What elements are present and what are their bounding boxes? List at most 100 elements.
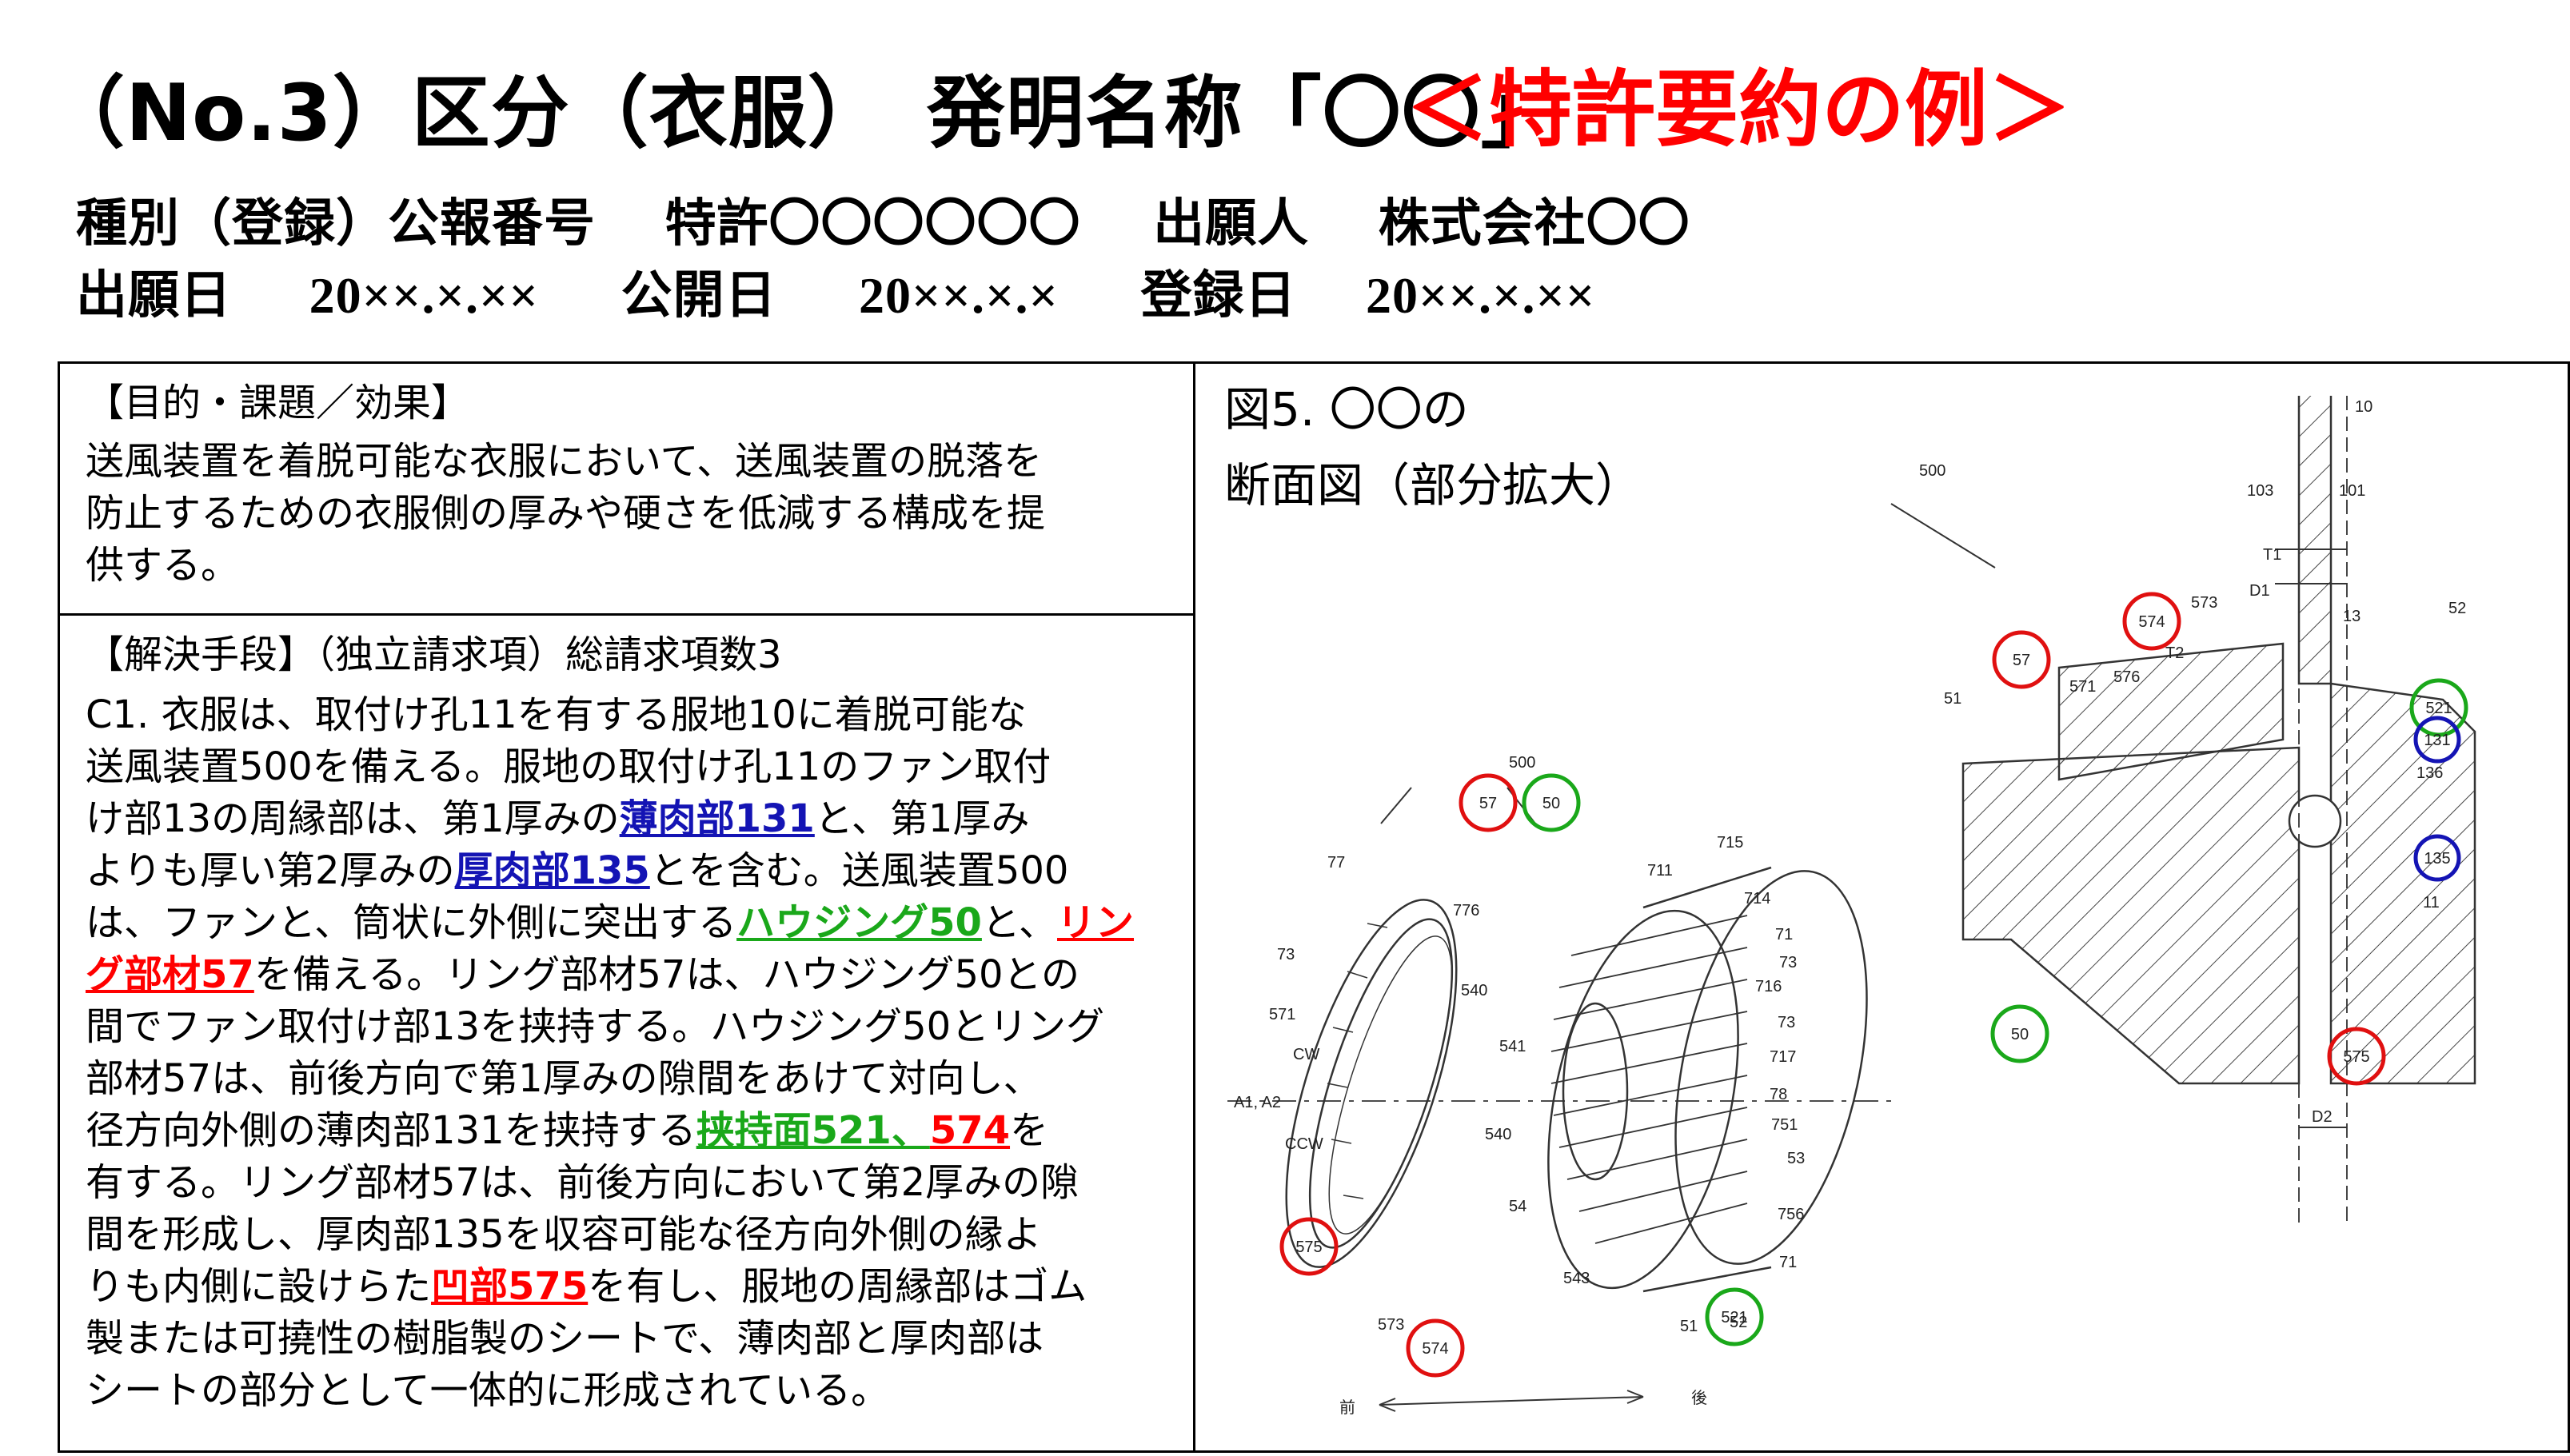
- solution-line: け部13の周縁部は、第1厚みの薄肉部131と、第1厚み: [86, 796, 1030, 841]
- exploded-labels: 500 77 776 73 571 CW A1, A2 CCW 573 715 …: [1234, 754, 1805, 1417]
- solution-line: 径方向外側の薄肉部131を挟持する挟持面521、574を: [86, 1108, 1049, 1153]
- ring-member-57-link-cont[interactable]: グ部材57: [86, 952, 254, 997]
- label-73b: 73: [1779, 954, 1797, 971]
- solution-text: C1. 衣服は、取付け孔11を有する服地10に着脱可能な 送風装置500を備える…: [86, 689, 1134, 1417]
- circle-575-b: 575: [2327, 1027, 2386, 1086]
- thick-part-135: [2288, 794, 2342, 848]
- publication-line: 種別（登録）公報番号 特許〇〇〇〇〇〇 出願人 株式会社〇〇: [76, 182, 1690, 256]
- solution-line: C1. 衣服は、取付け孔11を有する服地10に着脱可能な: [86, 692, 1027, 737]
- solution-heading: 【解決手段】（独立請求項）総請求項数3: [86, 632, 782, 677]
- label-d2: D2: [2312, 1108, 2333, 1126]
- exploded-view: [1227, 787, 1899, 1412]
- svg-text:50: 50: [1542, 795, 1560, 812]
- label-71: 71: [1775, 926, 1793, 943]
- fan-housing-front: [1547, 909, 1739, 1290]
- label-78: 78: [1770, 1086, 1787, 1103]
- svg-text:50: 50: [2011, 1026, 2029, 1043]
- ring-member-57-link[interactable]: リン: [1057, 900, 1135, 945]
- fan-fins: [1550, 915, 1748, 1244]
- clamp-face-574-link[interactable]: 574: [929, 1108, 1011, 1153]
- circle-57-b: 57: [1992, 630, 2051, 689]
- housing-50-link[interactable]: ハウジング50: [736, 900, 982, 945]
- ring-member-edge: [1328, 935, 1453, 1235]
- label-73: 73: [1277, 946, 1295, 963]
- clamp-face-521-link[interactable]: 挟持面521、: [696, 1108, 930, 1153]
- section-labels: 10 500 103 101 T1 D1 573 13 52 T2 571 57…: [1919, 398, 2466, 1126]
- label-776: 776: [1453, 902, 1479, 919]
- ring-member-outline: [1285, 899, 1458, 1268]
- registered-label: 登録日: [1140, 266, 1297, 325]
- applicant-name: 株式会社〇〇: [1378, 194, 1690, 253]
- fan-hub: [1562, 1002, 1629, 1181]
- fabric-sheet: [2297, 396, 2333, 685]
- circle-131: 131: [2413, 716, 2461, 764]
- label-ccw: CCW: [1285, 1135, 1323, 1153]
- purpose-text: 送風装置を着脱可能な衣服において、送風装置の脱落を 防止するための衣服側の厚みや…: [86, 436, 1045, 592]
- pointer-500: [1890, 503, 1996, 568]
- solution-line: よりも厚い第2厚みの厚肉部135とを含む。送風装置500: [86, 848, 1069, 893]
- solution-line: りも内側に設けらた凹部575を有し、服地の周縁部はゴム: [86, 1264, 1087, 1309]
- purpose-box: 【目的・課題／効果】 送風装置を着脱可能な衣服において、送風装置の脱落を 防止す…: [58, 361, 1196, 616]
- svg-text:521: 521: [1721, 1309, 1747, 1326]
- label-573b: 573: [2191, 594, 2217, 612]
- label-back: 後: [1691, 1389, 1707, 1407]
- housing-section: [1961, 746, 2301, 1085]
- label-714: 714: [1744, 890, 1770, 908]
- svg-text:521: 521: [2425, 700, 2452, 717]
- label-73c: 73: [1778, 1014, 1795, 1031]
- label-52b: 52: [2448, 600, 2466, 617]
- date-line: 出願日 20××.×.×× 公開日 20××.×.× 登録日 20××.×.××: [76, 254, 1595, 328]
- label-51: 51: [1680, 1318, 1698, 1335]
- label-51b: 51: [1944, 690, 1961, 708]
- solution-box: 【解決手段】（独立請求項）総請求項数3 C1. 衣服は、取付け孔11を有する服地…: [58, 613, 1196, 1453]
- label-751: 751: [1771, 1116, 1798, 1134]
- label-717: 717: [1770, 1048, 1796, 1066]
- label-t1: T1: [2263, 546, 2281, 564]
- label-cw: CW: [1293, 1046, 1319, 1063]
- solution-line: は、ファンと、筒状に外側に突出するハウジング50と、リン: [86, 900, 1135, 945]
- patent-number: 特許〇〇〇〇〇〇: [664, 194, 1081, 253]
- label-53: 53: [1787, 1150, 1805, 1167]
- direction-arrowhead: [1379, 1398, 1396, 1412]
- recess-575-link[interactable]: 凹部575: [431, 1264, 589, 1309]
- figure-title-line: 断面図（部分拡大）: [1224, 458, 1642, 513]
- label-13: 13: [2343, 608, 2360, 625]
- thin-part-131-link[interactable]: 薄肉部131: [619, 796, 815, 841]
- svg-text:574: 574: [2138, 613, 2165, 631]
- label-541: 541: [1499, 1038, 1526, 1055]
- label-101: 101: [2339, 482, 2365, 500]
- circle-57-a: 57: [1459, 773, 1518, 832]
- label-54: 54: [1509, 1198, 1526, 1215]
- solution-line: 送風装置500を備える。服地の取付け孔11のファン取付: [86, 744, 1052, 789]
- svg-text:575: 575: [2343, 1048, 2369, 1066]
- label-71b: 71: [1779, 1254, 1797, 1271]
- solution-line: 間でファン取付け部13を挟持する。ハウジング50とリング: [86, 1004, 1105, 1049]
- label-d1: D1: [2249, 582, 2270, 600]
- label-136: 136: [2416, 764, 2443, 782]
- circle-521-a: 521: [1705, 1287, 1764, 1346]
- solution-line: シートの部分として一体的に形成されている。: [86, 1368, 890, 1413]
- published-label: 公開日: [621, 266, 777, 325]
- ring-member-teeth: [1327, 923, 1388, 1199]
- label-756: 756: [1778, 1206, 1804, 1223]
- direction-arrow: [1379, 1396, 1644, 1406]
- label-540: 540: [1461, 982, 1487, 999]
- label-front: 前: [1339, 1398, 1355, 1417]
- label-576: 576: [2113, 668, 2140, 686]
- filed-date: 20××.×.××: [309, 267, 539, 324]
- applicant-label: 出願人: [1153, 194, 1310, 253]
- label-711: 711: [1647, 862, 1673, 880]
- label-573: 573: [1378, 1316, 1404, 1334]
- solution-line: 有する。リング部材57は、前後方向において第2厚みの隙: [86, 1160, 1079, 1205]
- pointer-arrow: [1380, 787, 1412, 824]
- filed-label: 出願日: [76, 266, 232, 325]
- reference-circles: 57 50 575 574 521 574 57 521 131 135 50 …: [1279, 592, 2468, 1378]
- purpose-line: 防止するための衣服側の厚みや硬さを低減する構成を提: [86, 491, 1046, 536]
- svg-text:574: 574: [1422, 1340, 1448, 1358]
- ring-section: [2057, 642, 2285, 781]
- figure-title-line: 図5. 〇〇の: [1224, 382, 1469, 437]
- label-500: 500: [1509, 754, 1535, 772]
- thick-part-135-link[interactable]: 厚肉部135: [454, 848, 650, 893]
- page-title: （No.3）区分（衣服） 発明名称「〇〇」: [46, 68, 1560, 159]
- kind-label: 種別（登録）公報番号: [76, 194, 596, 253]
